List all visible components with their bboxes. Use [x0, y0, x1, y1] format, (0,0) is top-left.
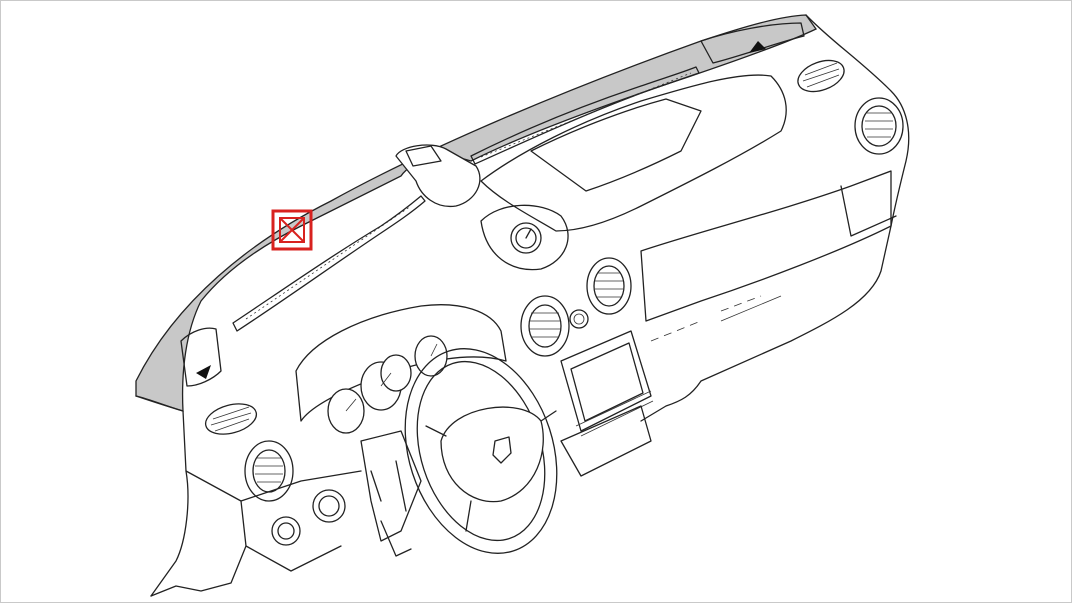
center-clock-pod — [480, 204, 569, 271]
hazard-button — [569, 309, 589, 329]
right-side-vent — [854, 97, 904, 155]
dashboard-outline — [135, 14, 910, 597]
left-outer-vent — [204, 403, 258, 435]
instrument-cluster-hood — [295, 304, 507, 422]
steering-wheel — [404, 348, 558, 554]
lower-left-switch — [271, 516, 301, 546]
passenger-dash-panel — [480, 74, 787, 232]
lower-dash-panel — [185, 470, 362, 572]
crest-emblem — [492, 436, 512, 464]
instrument-gauges — [327, 335, 448, 434]
headlight-switch — [312, 489, 346, 523]
defrost-grille-right — [470, 66, 700, 165]
center-vent-left — [520, 295, 570, 357]
steering-column — [360, 430, 422, 542]
radio-head-unit — [560, 330, 654, 477]
top-center-sensor — [395, 144, 481, 208]
right-arrow-marker — [749, 41, 766, 53]
right-speaker-slot — [700, 22, 805, 64]
shaded-dash-top-cover — [135, 14, 817, 412]
defrost-grille-left — [232, 195, 426, 332]
left-side-vent — [244, 440, 294, 502]
right-outer-vent — [797, 59, 845, 93]
left-arrow-marker — [196, 365, 211, 379]
boxed-cross-marker-icon — [271, 209, 313, 251]
glovebox — [640, 170, 892, 322]
left-speaker-slot — [180, 327, 222, 387]
center-vent-right — [586, 257, 632, 315]
